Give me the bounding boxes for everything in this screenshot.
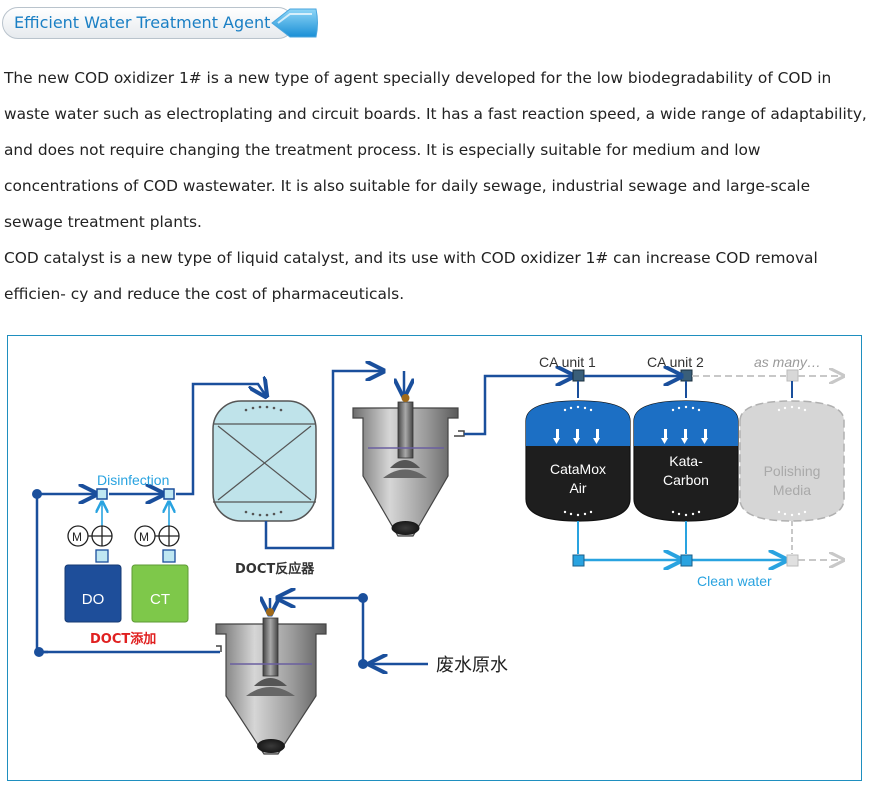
ca-unit-1-label: CA unit 1 xyxy=(539,354,596,370)
dosing-point xyxy=(96,488,108,500)
clean-water-valve-1 xyxy=(572,554,585,567)
dosing-pump-do xyxy=(67,525,113,563)
section-header: Efficient Water Treatment Agent xyxy=(2,5,320,41)
clean-water-valve-2 xyxy=(680,554,693,567)
junction-node xyxy=(358,659,368,669)
raw-wastewater-label: 废水原水 xyxy=(436,655,508,675)
kata-label-1: Kata- xyxy=(669,453,703,469)
motor-label: M xyxy=(139,530,149,544)
catamox-air-column xyxy=(525,400,631,522)
paragraph-cod-oxidizer: The new COD oxidizer 1# is a new type of… xyxy=(4,69,867,231)
ca-valve-1 xyxy=(572,369,585,382)
settler-tank-bottom xyxy=(215,608,327,755)
motor-label: M xyxy=(72,530,82,544)
paragraph-cod-catalyst: COD catalyst is a new type of liquid cat… xyxy=(4,249,818,303)
flow-line xyxy=(264,371,383,550)
dosing-point xyxy=(163,488,175,500)
ca-valve-2 xyxy=(680,369,693,382)
kata-label-2: Carbon xyxy=(663,472,709,488)
tank-do xyxy=(64,564,122,623)
tank-do-label: DO xyxy=(82,591,105,608)
doct-add-label: DOCT添加 xyxy=(90,631,156,647)
doct-reactor xyxy=(212,400,317,522)
junction-node xyxy=(32,489,42,499)
flow-line xyxy=(464,376,573,436)
section-title: Efficient Water Treatment Agent xyxy=(14,13,271,32)
disinfection-label: Disinfection xyxy=(97,472,169,488)
junction-node xyxy=(358,593,368,603)
polishing-label-2: Media xyxy=(773,482,811,498)
process-diagram: Disinfection M M DO CT DOCT添加 xyxy=(7,335,862,781)
section-header-pill xyxy=(2,7,294,39)
catamox-label-2: Air xyxy=(569,480,586,496)
dosing-pump-ct xyxy=(134,525,180,563)
as-many-label: as many… xyxy=(754,354,821,370)
tank-ct xyxy=(131,564,189,623)
kata-carbon-column xyxy=(633,400,739,522)
settler-tank-top xyxy=(352,394,465,537)
ca-unit-2-label: CA unit 2 xyxy=(647,354,704,370)
arrow-left-icon xyxy=(271,8,318,38)
clean-water-label: Clean water xyxy=(697,573,772,589)
process-flow-svg: Disinfection M M DO CT DOCT添加 xyxy=(32,354,861,755)
doct-reactor-label: DOCT反应器 xyxy=(235,561,315,577)
clean-water-valve-3 xyxy=(786,554,799,567)
polishing-media-column xyxy=(739,400,845,522)
ca-valve-3 xyxy=(786,369,799,382)
polishing-label-1: Polishing xyxy=(764,463,821,479)
tank-ct-label: CT xyxy=(150,591,170,608)
catamox-label-1: CataMox xyxy=(550,461,606,477)
junction-node xyxy=(34,647,44,657)
